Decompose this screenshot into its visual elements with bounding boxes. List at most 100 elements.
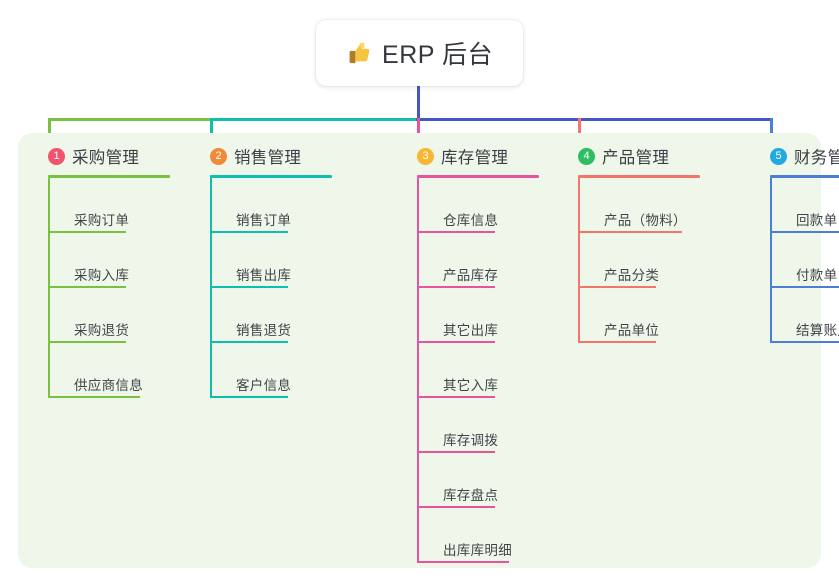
leaf-item[interactable]: 销售退货 <box>210 288 332 343</box>
branch-header-3[interactable]: 3 库存管理 <box>395 143 539 169</box>
leaf-underline <box>578 341 656 343</box>
leaf-item-label: 销售订单 <box>236 213 292 228</box>
branch-index-badge: 2 <box>210 147 227 165</box>
leaf-item[interactable]: 产品分类 <box>578 233 700 288</box>
diagram-panel <box>18 133 821 568</box>
branch-header-2[interactable]: 2 销售管理 <box>188 143 332 169</box>
leaf-item-label: 结算账户 <box>796 323 839 338</box>
branch-leaf-list: 采购订单采购入库采购退货供应商信息 <box>48 178 170 398</box>
bus-segment-left <box>48 118 212 121</box>
branch-underline <box>770 175 839 178</box>
leaf-item-label: 采购订单 <box>74 213 130 228</box>
branch-leaf-list: 销售订单销售出库销售退货客户信息 <box>210 178 332 398</box>
branch-underline <box>417 175 539 178</box>
leaf-item-label: 销售出库 <box>236 268 292 283</box>
leaf-item[interactable]: 采购退货 <box>48 288 170 343</box>
leaf-item[interactable]: 回款单 <box>770 178 839 233</box>
leaf-item-label: 回款单 <box>796 213 838 228</box>
leaf-item[interactable]: 产品（物料） <box>578 178 700 233</box>
branch-trunk-line <box>417 178 419 563</box>
leaf-item[interactable]: 其它出库 <box>417 288 539 343</box>
branch-index-badge: 3 <box>417 147 434 165</box>
leaf-underline <box>48 396 140 398</box>
branch-underline <box>48 175 170 178</box>
branch-trunk-line <box>48 178 50 398</box>
leaf-item-label: 其它入库 <box>443 378 499 393</box>
root-stem-line <box>417 86 420 120</box>
branch-title: 采购管理 <box>72 149 140 167</box>
leaf-underline <box>417 341 495 343</box>
branch-header-1[interactable]: 1 采购管理 <box>26 143 170 169</box>
leaf-underline <box>417 506 495 508</box>
leaf-item[interactable]: 付款单 <box>770 233 839 288</box>
branch-leaf-list: 仓库信息产品库存其它出库其它入库库存调拨库存盘点出库库明细 <box>417 178 539 563</box>
branch-header-5[interactable]: 5 财务管理 <box>748 143 839 169</box>
leaf-item-label: 库存盘点 <box>443 488 499 503</box>
branch-leaf-list: 回款单付款单结算账户 <box>770 178 839 343</box>
leaf-underline <box>417 396 495 398</box>
leaf-item-label: 产品分类 <box>604 268 660 283</box>
leaf-item[interactable]: 出库库明细 <box>417 508 539 563</box>
branch-title: 销售管理 <box>234 149 302 167</box>
branch-leaf-list: 产品（物料） 产品分类产品单位 <box>578 178 700 343</box>
branch-title: 财务管理 <box>794 149 839 167</box>
leaf-item-label: 产品单位 <box>604 323 660 338</box>
leaf-item[interactable]: 销售出库 <box>210 233 332 288</box>
leaf-item[interactable]: 销售订单 <box>210 178 332 233</box>
leaf-underline <box>770 231 839 233</box>
leaf-item-label: 销售退货 <box>236 323 292 338</box>
leaf-item-label: 客户信息 <box>236 378 292 393</box>
branch-title: 库存管理 <box>441 149 509 167</box>
branch-trunk-line <box>578 178 580 343</box>
leaf-underline <box>210 286 288 288</box>
branch-index-badge: 1 <box>48 147 65 165</box>
leaf-item-label: 付款单 <box>796 268 838 283</box>
branch-column-3: 3 库存管理仓库信息产品库存其它出库其它入库库存调拨库存盘点出库库明细 <box>395 143 539 563</box>
branch-underline <box>210 175 332 178</box>
leaf-item[interactable]: 供应商信息 <box>48 343 170 398</box>
leaf-item-label: 采购退货 <box>74 323 130 338</box>
leaf-underline <box>210 396 288 398</box>
leaf-item-label: 出库库明细 <box>443 543 512 558</box>
leaf-item-label: 其它出库 <box>443 323 499 338</box>
branch-title: 产品管理 <box>602 149 670 167</box>
leaf-item[interactable]: 其它入库 <box>417 343 539 398</box>
leaf-item[interactable]: 仓库信息 <box>417 178 539 233</box>
branch-trunk-line <box>770 178 772 343</box>
branch-trunk-line <box>210 178 212 398</box>
branch-column-2: 2 销售管理销售订单销售出库销售退货客户信息 <box>188 143 332 398</box>
root-node-card[interactable]: ERP 后台 <box>316 20 523 86</box>
leaf-item[interactable]: 库存盘点 <box>417 453 539 508</box>
branch-header-4[interactable]: 4 产品管理 <box>556 143 700 169</box>
leaf-item-label: 采购入库 <box>74 268 130 283</box>
leaf-item[interactable]: 采购入库 <box>48 233 170 288</box>
leaf-underline <box>48 231 126 233</box>
leaf-item[interactable]: 产品单位 <box>578 288 700 343</box>
leaf-item[interactable]: 结算账户 <box>770 288 839 343</box>
leaf-underline <box>210 341 288 343</box>
thumbs-up-icon <box>349 42 370 64</box>
leaf-item[interactable]: 库存调拨 <box>417 398 539 453</box>
bus-segment-right <box>416 118 773 121</box>
leaf-item[interactable]: 客户信息 <box>210 343 332 398</box>
leaf-underline <box>770 286 839 288</box>
leaf-underline <box>417 286 495 288</box>
leaf-item[interactable]: 产品库存 <box>417 233 539 288</box>
bus-segment-mid <box>210 118 418 121</box>
leaf-underline <box>210 231 288 233</box>
leaf-item-label: 产品库存 <box>443 268 499 283</box>
branch-column-5: 5 财务管理回款单付款单结算账户 <box>748 143 839 343</box>
leaf-underline <box>48 286 126 288</box>
branch-underline <box>578 175 700 178</box>
leaf-underline <box>417 561 509 563</box>
branch-index-badge: 5 <box>770 147 787 165</box>
leaf-item-label: 供应商信息 <box>74 378 143 393</box>
branch-column-4: 4 产品管理产品（物料） 产品分类产品单位 <box>556 143 700 343</box>
leaf-item[interactable]: 采购订单 <box>48 178 170 233</box>
branch-index-badge: 4 <box>578 147 595 165</box>
leaf-underline <box>770 341 839 343</box>
leaf-item-label: 库存调拨 <box>443 433 499 448</box>
leaf-underline <box>578 231 682 233</box>
root-node-title: ERP 后台 <box>382 41 493 69</box>
leaf-underline <box>48 341 126 343</box>
